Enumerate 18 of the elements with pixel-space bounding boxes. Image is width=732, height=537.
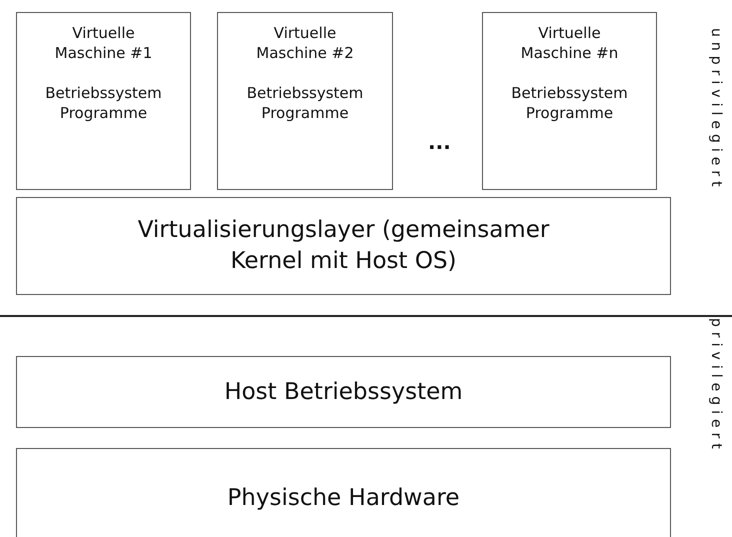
virtual-machine-box <box>16 12 191 190</box>
layer-title: Virtualisierungslayer (gemeinsamer Kernel mit Host OS) <box>136 216 550 276</box>
layer-title: Host Betriebssystem <box>224 378 463 406</box>
machine-contents: Betriebssystem Programme <box>44 83 163 123</box>
layer-box <box>16 448 671 537</box>
layer-box <box>16 197 671 295</box>
ellipsis: ... <box>428 130 451 154</box>
machine-contents: Betriebssystem Programme <box>246 83 364 123</box>
machine-title: Virtuelle Maschine #1 <box>54 23 154 63</box>
side-label: privilegiert <box>708 318 724 454</box>
side-label: unprivilegiert <box>708 28 724 192</box>
machine-title: Virtuelle Maschine #2 <box>255 23 355 63</box>
layer-box <box>16 356 671 428</box>
layer-title: Physische Hardware <box>227 484 460 512</box>
machine-title: Virtuelle Maschine #n <box>520 23 620 63</box>
virtual-machine-box <box>482 12 657 190</box>
virtual-machine-box <box>217 12 393 190</box>
machine-contents: Betriebssystem Programme <box>510 83 629 123</box>
